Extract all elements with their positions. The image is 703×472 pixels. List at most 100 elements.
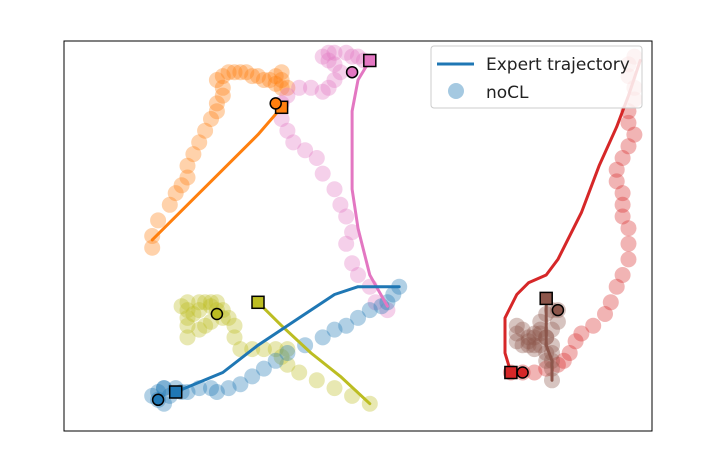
nocl-point: [226, 64, 243, 81]
nocl-point: [614, 185, 631, 202]
nocl-point: [532, 337, 549, 354]
nocl-point: [620, 114, 637, 131]
nocl-point: [608, 173, 625, 190]
nocl-point: [173, 177, 190, 194]
nocl-point: [179, 309, 196, 326]
nocl-point: [267, 75, 284, 92]
nocl-point: [320, 52, 337, 69]
nocl-point: [567, 333, 584, 350]
start-square-marker: [539, 291, 553, 306]
expert-trajectory-line: [174, 285, 401, 394]
nocl-point: [326, 181, 343, 198]
nocl-point: [238, 64, 255, 81]
nocl-point: [273, 79, 290, 96]
nocl-point: [179, 157, 196, 174]
scatter-layer: [144, 44, 643, 412]
nocl-point: [232, 376, 249, 393]
nocl-point: [549, 356, 566, 373]
nocl-point: [273, 348, 290, 365]
nocl-point: [226, 317, 243, 334]
nocl-point: [273, 72, 290, 88]
nocl-point: [279, 122, 296, 139]
nocl-point: [514, 337, 531, 354]
nocl-point: [326, 321, 343, 338]
nocl-point: [344, 387, 361, 404]
nocl-point: [361, 302, 378, 319]
nocl-point: [285, 134, 302, 151]
nocl-point: [220, 380, 237, 397]
nocl-point: [179, 317, 196, 334]
nocl-point: [297, 142, 314, 159]
nocl-point: [326, 56, 343, 73]
expert-line-layer: [150, 59, 642, 406]
legend-nocl-label: noCL: [486, 83, 529, 103]
nocl-point: [203, 380, 219, 397]
nocl-point: [167, 185, 184, 202]
nocl-point: [273, 111, 290, 127]
nocl-point: [314, 83, 331, 100]
nocl-point: [544, 321, 560, 338]
nocl-point: [191, 134, 208, 151]
nocl-point: [344, 255, 361, 272]
nocl-point: [179, 302, 196, 319]
nocl-point: [179, 294, 196, 311]
nocl-point: [350, 48, 366, 65]
nocl-point: [508, 333, 525, 350]
expert-trajectory-line: [544, 296, 554, 382]
nocl-point: [379, 302, 396, 319]
nocl-point: [267, 68, 284, 85]
nocl-point: [208, 294, 225, 311]
nocl-point: [314, 48, 331, 65]
nocl-point: [232, 341, 249, 358]
nocl-point: [614, 208, 631, 225]
nocl-point: [561, 345, 578, 361]
nocl-point: [597, 306, 613, 322]
nocl-point: [338, 208, 355, 225]
nocl-point: [573, 325, 590, 342]
start-square-marker: [504, 365, 518, 380]
nocl-point: [614, 150, 631, 166]
nocl-point: [250, 68, 266, 85]
end-circle-marker: [210, 307, 224, 321]
nocl-point: [526, 325, 543, 342]
nocl-point: [208, 384, 225, 400]
axes-frame: [63, 40, 653, 432]
nocl-point: [538, 360, 555, 377]
nocl-point: [279, 356, 296, 373]
nocl-point: [308, 150, 325, 166]
nocl-point: [244, 68, 261, 85]
nocl-point: [338, 44, 355, 61]
nocl-point: [508, 317, 525, 334]
nocl-point: [308, 372, 325, 389]
nocl-point: [208, 95, 225, 112]
end-circle-marker: [345, 65, 359, 79]
nocl-point: [150, 212, 167, 229]
nocl-point: [532, 313, 549, 330]
start-square-marker: [251, 295, 265, 310]
nocl-point: [185, 146, 202, 163]
nocl-point: [185, 306, 202, 322]
nocl-point: [261, 72, 278, 88]
nocl-point: [620, 220, 637, 237]
nocl-point: [350, 309, 366, 326]
nocl-point: [608, 161, 625, 178]
nocl-point: [197, 317, 214, 334]
nocl-point: [279, 341, 296, 358]
nocl-point: [320, 44, 337, 61]
nocl-point: [514, 321, 531, 338]
end-circle-marker: [516, 366, 529, 379]
nocl-point: [279, 87, 296, 104]
nocl-point: [220, 64, 237, 81]
nocl-point: [214, 79, 231, 96]
legend-box: [430, 45, 643, 109]
nocl-point: [344, 224, 361, 241]
nocl-point: [191, 321, 208, 338]
nocl-point: [232, 64, 249, 81]
expert-trajectory-line: [150, 105, 284, 242]
nocl-point: [220, 309, 237, 326]
nocl-point: [267, 341, 284, 358]
nocl-point: [144, 228, 161, 244]
nocl-point: [508, 325, 525, 342]
nocl-point: [332, 196, 349, 213]
